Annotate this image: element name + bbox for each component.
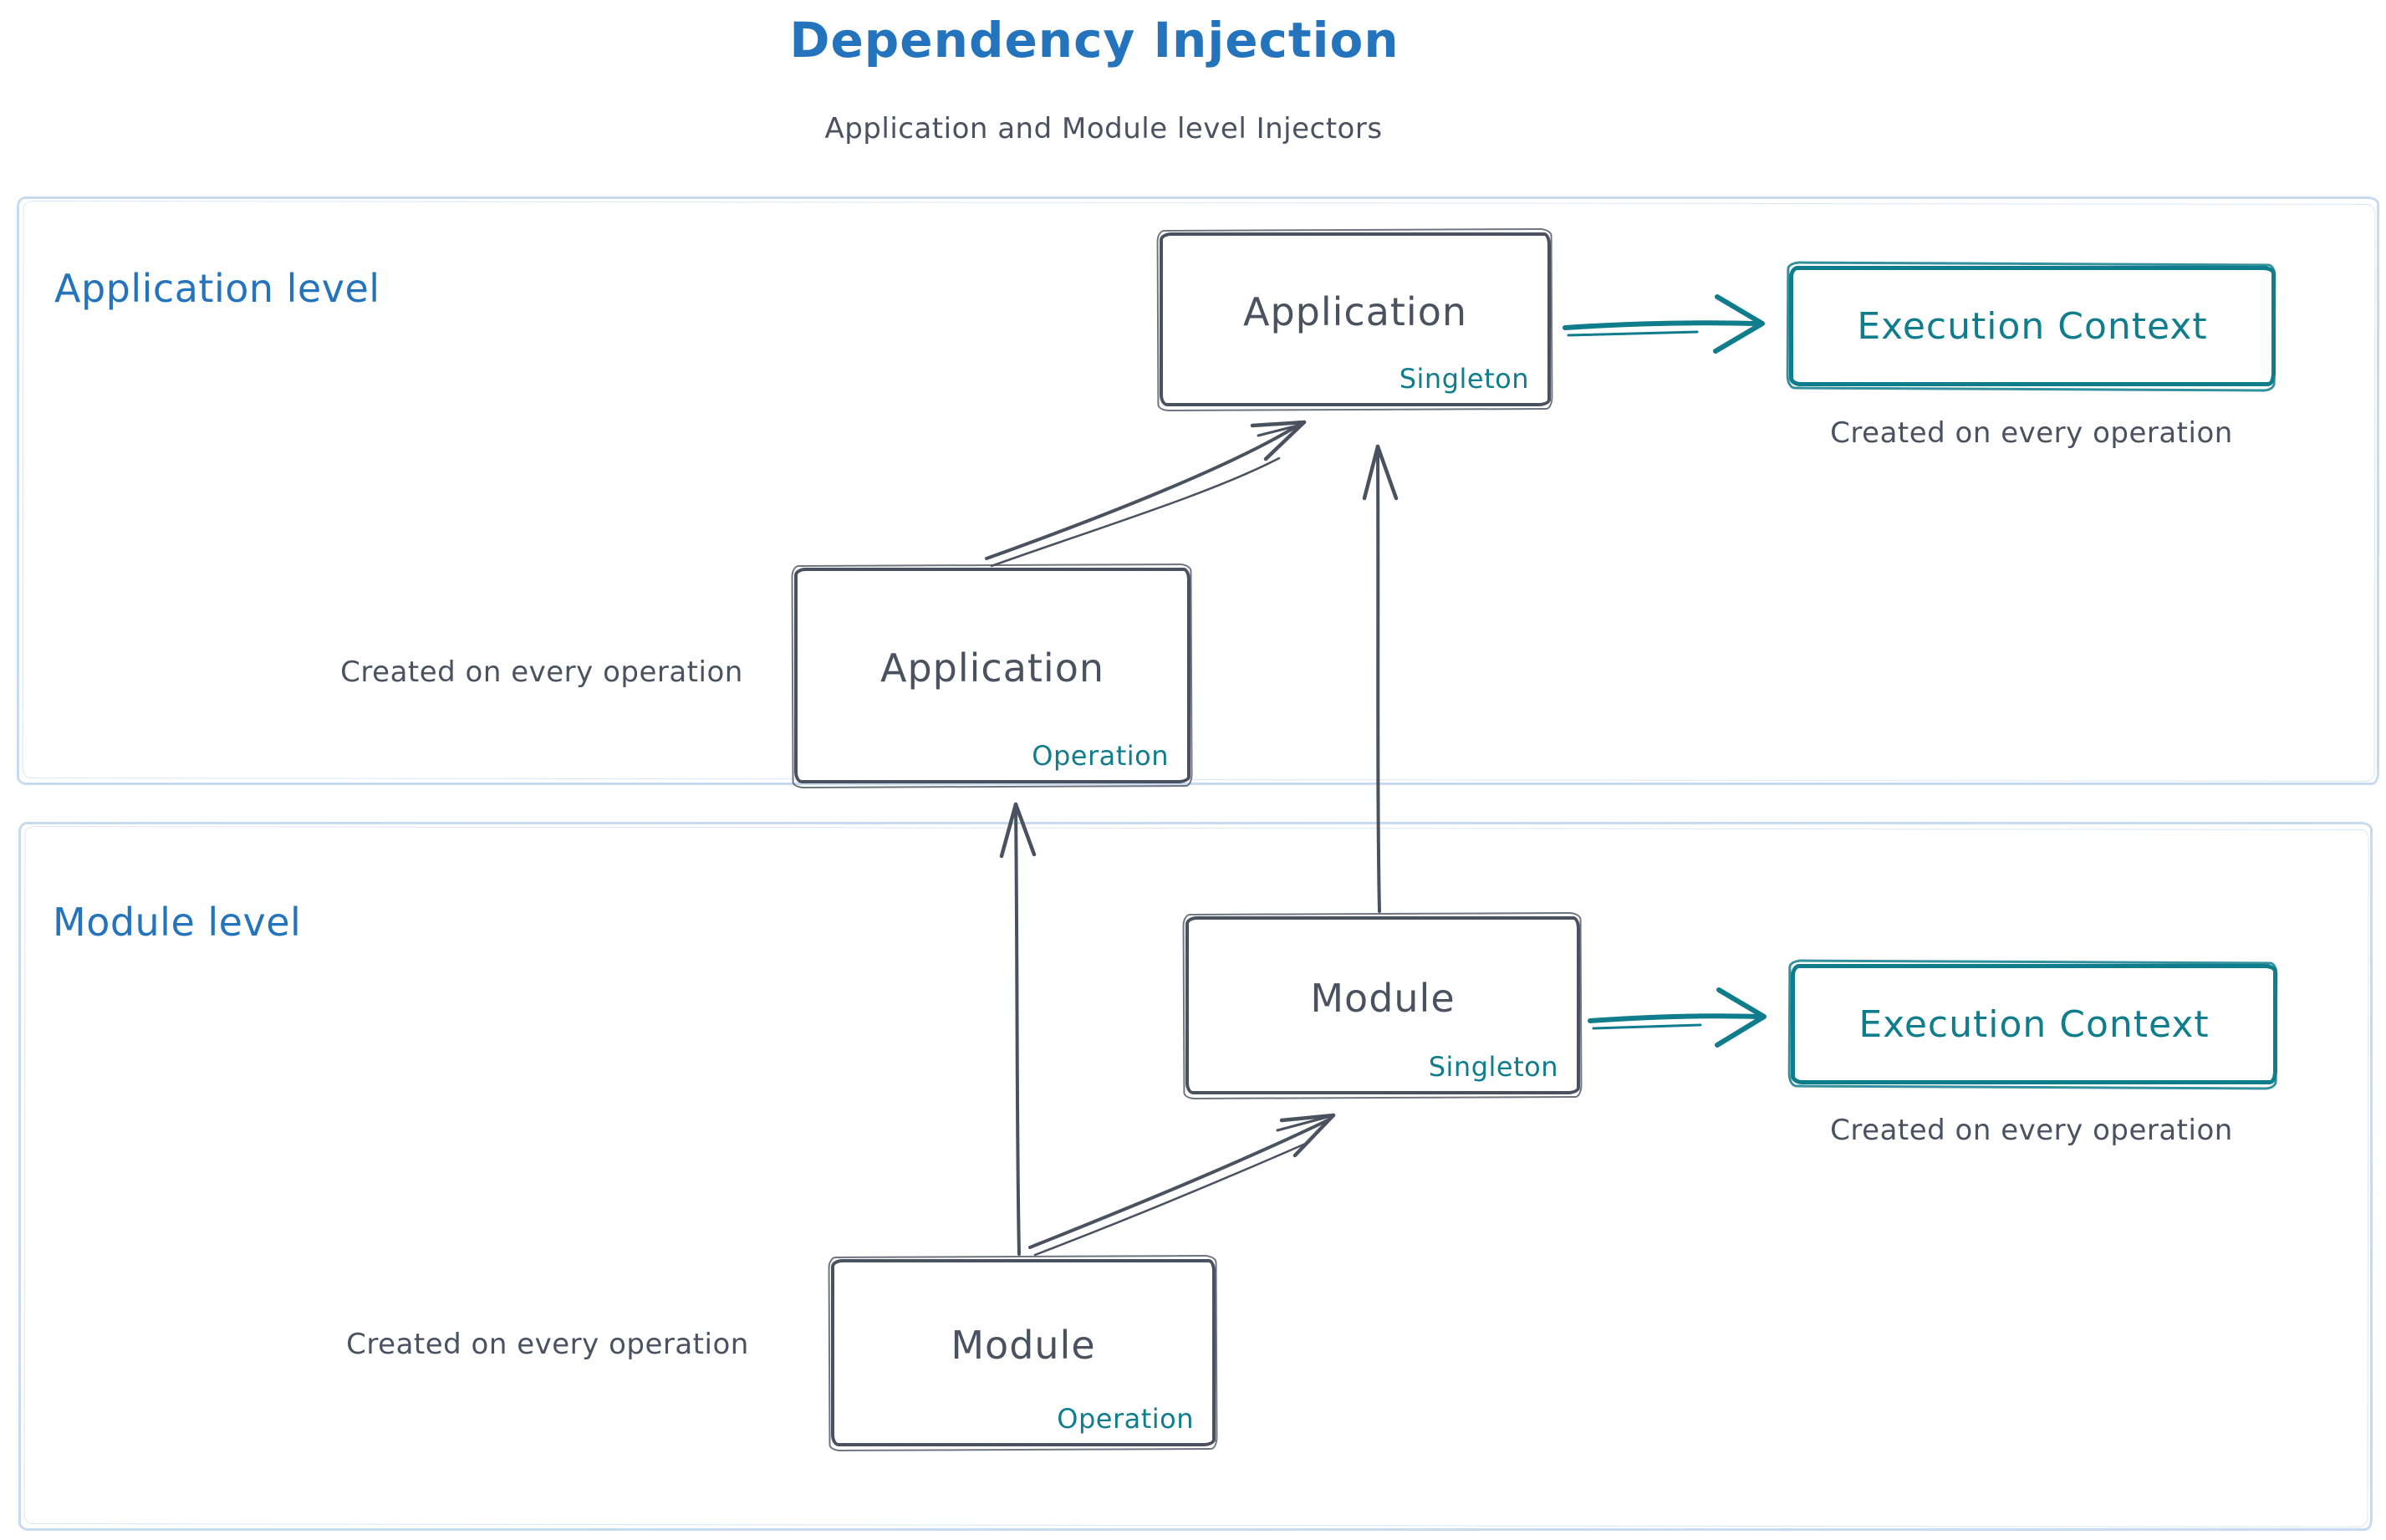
- node-module-operation: Module Operation: [831, 1259, 1216, 1446]
- node-title: Execution Context: [1858, 1002, 2210, 1046]
- node-title: Application: [1242, 289, 1468, 334]
- caption-created-on-every-operation: Created on every operation: [346, 1328, 749, 1361]
- node-title: Module: [1310, 975, 1456, 1021]
- node-module-singleton: Module Singleton: [1185, 916, 1580, 1094]
- node-badge-singleton: Singleton: [1428, 1051, 1558, 1083]
- node-title: Application: [879, 645, 1105, 691]
- node-title: Execution Context: [1857, 304, 2208, 348]
- diagram-subtitle: Application and Module level Injectors: [824, 112, 1383, 145]
- node-application-operation: Application Operation: [794, 568, 1190, 783]
- node-badge-singleton: Singleton: [1399, 363, 1529, 395]
- node-badge-operation: Operation: [1032, 740, 1169, 772]
- node-application-singleton: Application Singleton: [1160, 232, 1551, 406]
- node-execution-context-module: Execution Context: [1791, 964, 2277, 1084]
- node-title: Module: [951, 1323, 1096, 1368]
- node-badge-operation: Operation: [1057, 1403, 1194, 1435]
- caption-created-on-every-operation: Created on every operation: [1830, 1114, 2233, 1147]
- caption-created-on-every-operation: Created on every operation: [340, 655, 743, 689]
- application-level-label: Application level: [54, 266, 380, 311]
- diagram-title: Dependency Injection: [789, 12, 1399, 69]
- node-execution-context-application: Execution Context: [1789, 266, 2276, 386]
- application-level-section: Application level: [17, 196, 2379, 785]
- module-level-label: Module level: [53, 900, 302, 945]
- module-level-section: Module level: [18, 822, 2373, 1531]
- caption-created-on-every-operation: Created on every operation: [1830, 416, 2233, 450]
